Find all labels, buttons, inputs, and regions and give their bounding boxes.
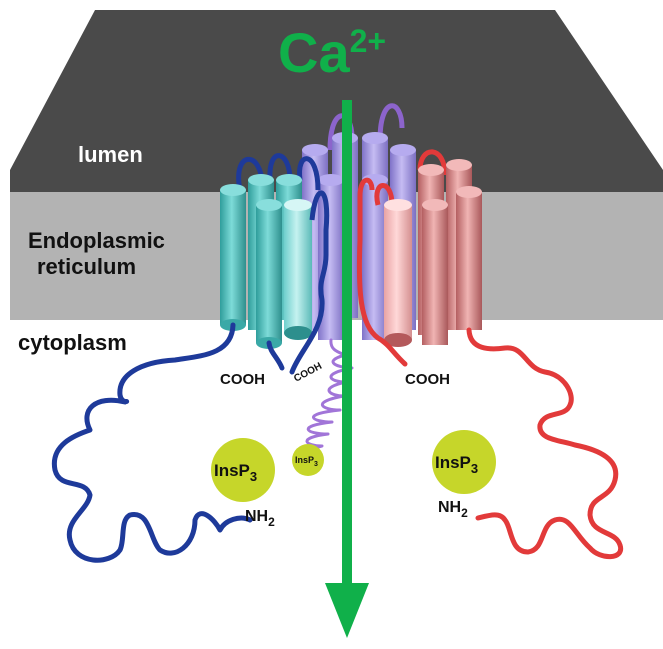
red-subunit-cooh-tail bbox=[356, 237, 408, 367]
teal-subunit-helices bbox=[220, 153, 330, 349]
teal-subunit-c-tail-2 bbox=[289, 252, 329, 375]
teal-cooh-label: COOH bbox=[220, 371, 265, 388]
teal-insp3-label: InsP3 bbox=[214, 461, 257, 484]
purple-insp3-label: InsP3 bbox=[295, 455, 318, 468]
red-cooh-label: COOH bbox=[405, 371, 450, 388]
calcium-flux-arrow bbox=[325, 100, 369, 638]
teal-subunit-cooh-tail bbox=[266, 340, 285, 371]
red-nh2-label: NH2 bbox=[438, 499, 468, 520]
cytoplasm-label: cytoplasm bbox=[18, 330, 127, 355]
insp3-ligand-teal bbox=[211, 438, 275, 502]
insp3-ligand-purple bbox=[292, 444, 324, 476]
endoplasmic-reticulum-label: Endoplasmic reticulum bbox=[28, 228, 171, 279]
lumen-label: lumen bbox=[78, 142, 143, 167]
red-subunit-n-terminal-loop bbox=[466, 327, 624, 560]
purple-subunit-loop bbox=[305, 338, 354, 460]
calcium-ion-label: Ca2+ bbox=[278, 21, 386, 84]
teal-subunit-n-terminal-loop bbox=[51, 322, 253, 563]
teal-nh2-label: NH2 bbox=[245, 508, 275, 529]
red-insp3-label: InsP3 bbox=[435, 453, 478, 476]
insp3-ligand-red bbox=[432, 430, 496, 494]
membrane-top-surface bbox=[10, 10, 663, 192]
red-subunit-helices bbox=[357, 149, 482, 347]
